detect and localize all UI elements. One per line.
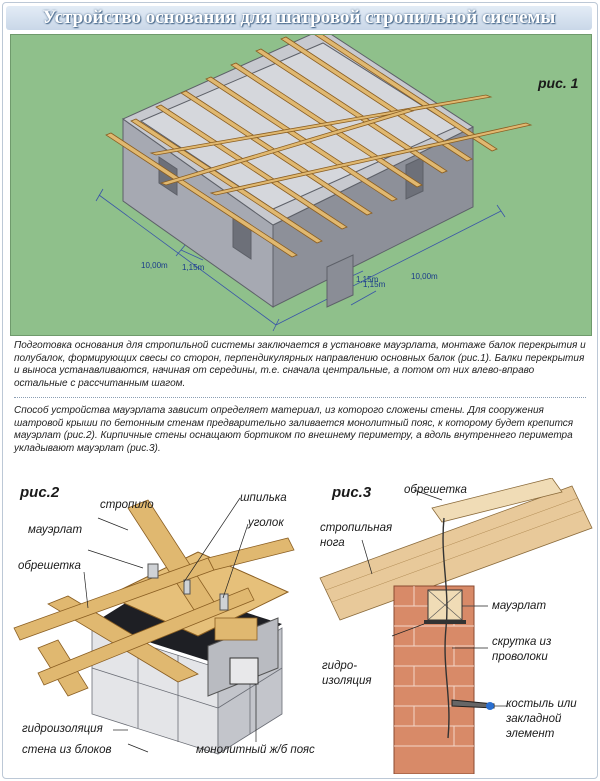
figure-2-label: рис.2 [20,484,60,501]
page-title-bar: Устройство основания для шатровой стропи… [6,6,592,30]
label-mauerlat-3: мауэрлат [492,600,547,612]
figure-3 [312,477,594,775]
dim-right-overhang-big: 1,15m [363,280,386,289]
label-crutch-1: костыль или [506,698,577,710]
figure-1-drawing [95,35,533,332]
paragraph-2: Способ устройства мауэрлата зависит опре… [14,405,574,454]
roof-beams [105,35,533,258]
figure-3-drawing [319,477,593,775]
label-mauerlat: мауэрлат [28,524,83,536]
label-stud: шпилька [240,492,287,504]
label-waterproofing-3-1: гидро- [322,660,358,672]
label-wire-twist-1: скрутка из [492,636,552,648]
label-wire-twist-2: проволоки [492,651,548,663]
figure-2 [8,478,308,774]
label-block-wall: стена из блоков [22,744,112,756]
label-rafter: стропило [100,499,154,511]
label-angle: уголок [248,517,284,529]
label-monolithic-belt: монолитный ж/б пояс [196,744,315,756]
label-crutch-2: закладной [506,713,562,725]
dim-left-width: 10,00m [141,261,168,270]
figure-1-label: рис. 1 [538,75,579,91]
dim-right-overhang-small: 1,15m [356,275,379,284]
label-waterproofing: гидроизоляция [22,723,103,735]
dim-right-width: 10,00m [411,272,438,281]
label-waterproofing-3-2: изоляция [322,675,372,687]
label-rafter-leg-1: стропильная [320,522,393,534]
figure-2-drawing [13,497,295,755]
paragraph-1: Подготовка основания для стропильной сис… [14,340,586,389]
label-crutch-3: элемент [506,728,555,740]
label-rafter-leg-2: нога [320,537,345,549]
label-lathing: обрешетка [18,560,81,572]
figure-1: рис. 1 10,00m 1,15m 1,15m 1,15m 10,00m [10,34,592,336]
dim-left-overhang: 1,15m [182,263,205,272]
dimension-lines [95,188,506,332]
figure-3-label: рис.3 [332,484,372,501]
page-title: Устройство основания для шатровой стропи… [42,7,556,28]
divider [14,397,586,398]
label-lathing-3: обрешетка [404,484,467,496]
